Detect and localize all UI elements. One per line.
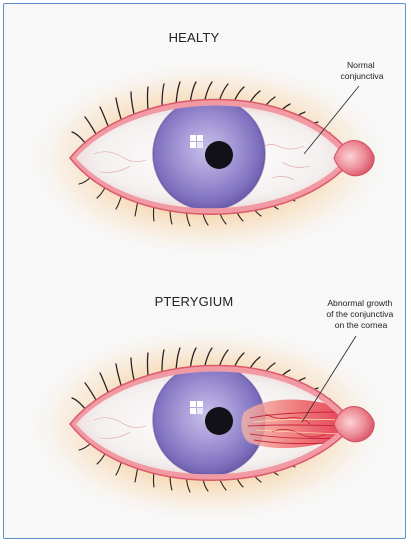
panel-title-healthy: HEALTY <box>169 30 220 45</box>
illustration-frame: HEALTY <box>3 3 406 539</box>
callout-abnormal-growth: Abnormal growth of the conjunctiva on th… <box>326 298 395 330</box>
eye-comparison-diagram: HEALTY <box>4 4 406 539</box>
pupil <box>205 407 233 435</box>
healthy-panel: HEALTY <box>24 30 394 259</box>
panel-title-pterygium: PTERYGIUM <box>155 294 234 309</box>
callout-normal-conjunctiva: Normal conjunctiva <box>341 60 384 81</box>
pterygium-panel: PTERYGIUM <box>24 294 396 525</box>
pupil <box>205 141 233 169</box>
